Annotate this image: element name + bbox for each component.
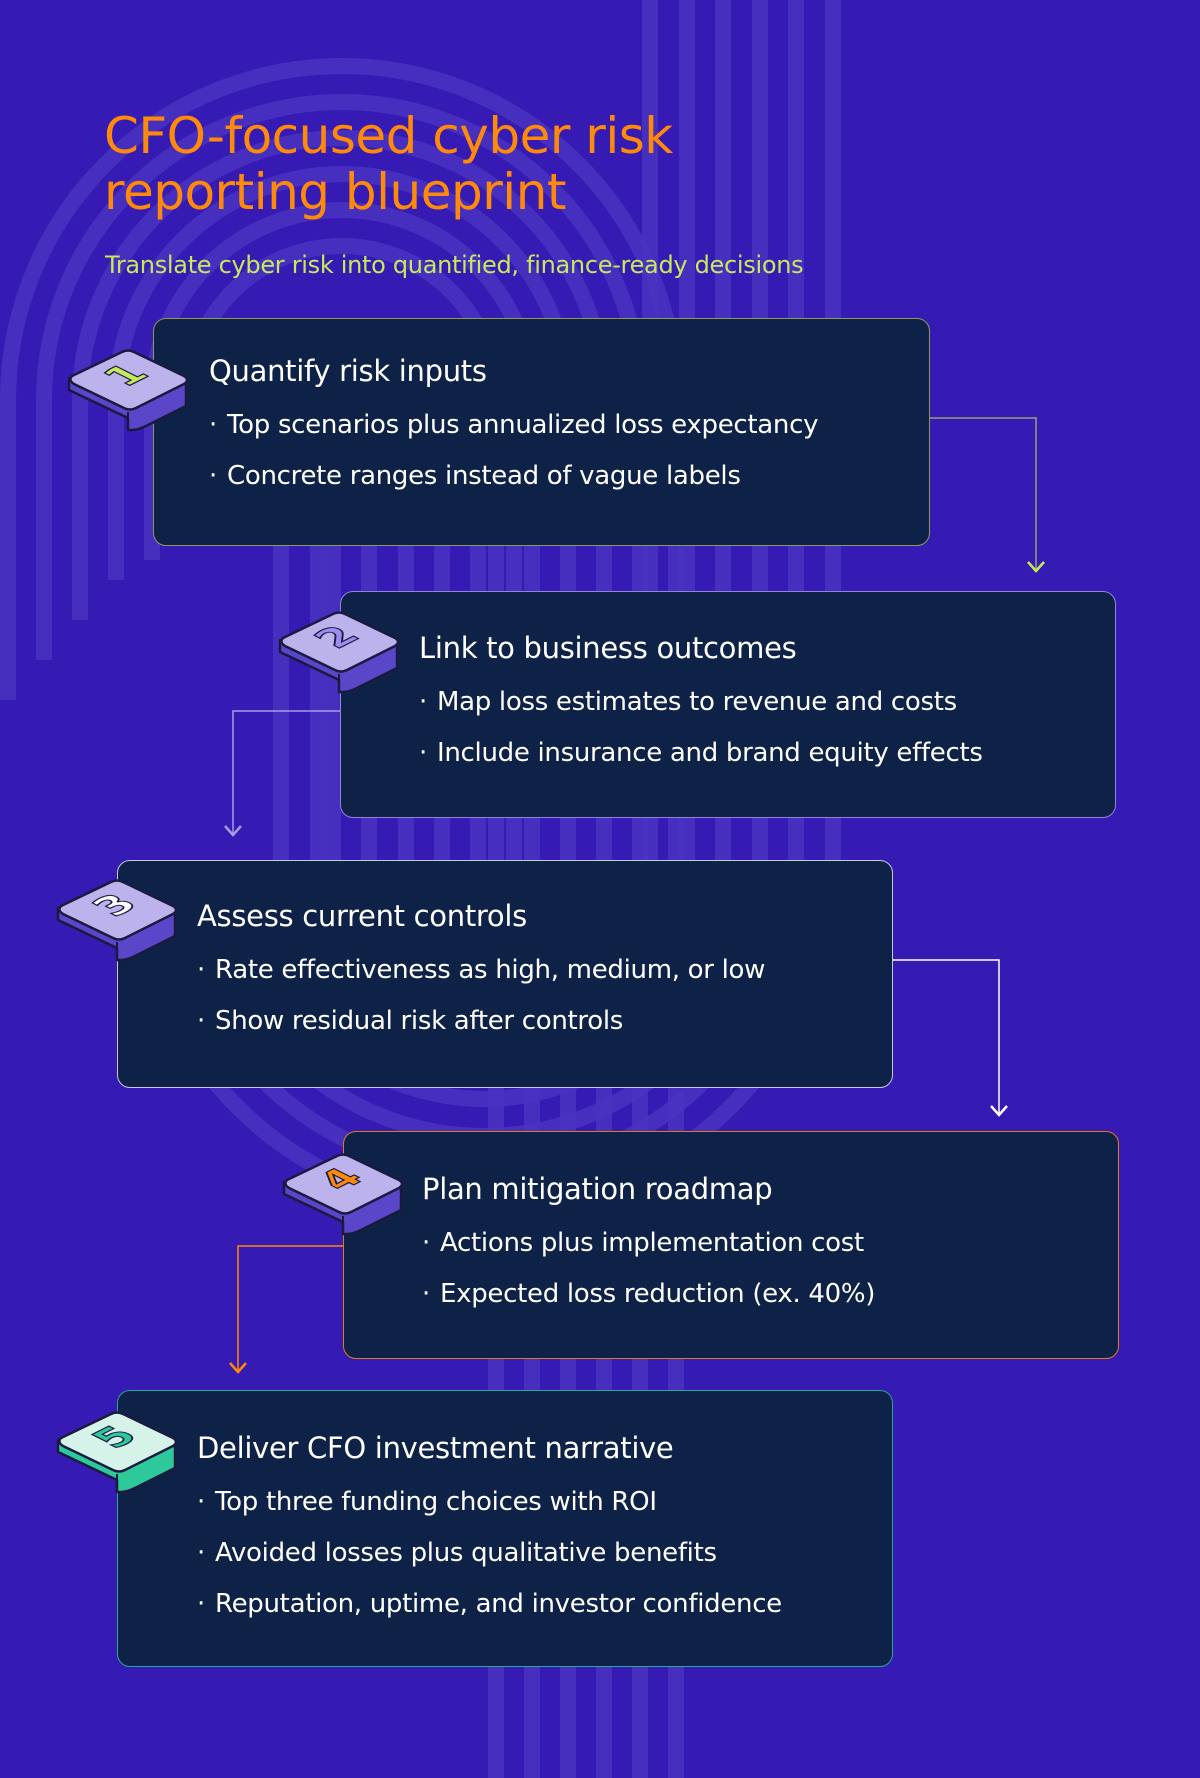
step-bullets: · Actions plus implementation cost · Expec…: [422, 1218, 875, 1320]
bullet-dot: ·: [209, 461, 217, 491]
step-title: Assess current controls: [197, 899, 527, 933]
bullet-item: · Actions plus implementation cost: [422, 1218, 875, 1269]
bullet-dot: ·: [422, 1279, 430, 1309]
step-bullets: · Map loss estimates to revenue and costs…: [419, 677, 983, 779]
bullet-dot: ·: [197, 1006, 205, 1036]
bullet-item: · Rate effectiveness as high, medium, or …: [197, 945, 765, 996]
step-badge-4: 4: [282, 1153, 404, 1236]
bullet-dot: ·: [422, 1228, 430, 1258]
step-title: Plan mitigation roadmap: [422, 1172, 773, 1206]
bullet-text: Top scenarios plus annualized loss expec…: [227, 410, 819, 440]
title-line-1: CFO-focused cyber risk: [104, 107, 673, 165]
step-badge-1: 1: [67, 349, 189, 432]
bullet-item: · Top scenarios plus annualized loss expe…: [209, 400, 819, 451]
bullet-item: · Map loss estimates to revenue and costs: [419, 677, 983, 728]
step-bullets: · Top three funding choices with ROI · Avo…: [197, 1477, 782, 1630]
bullet-item: · Include insurance and brand equity effe…: [419, 728, 983, 779]
bullet-dot: ·: [197, 1487, 205, 1517]
bullet-text: Include insurance and brand equity effec…: [437, 738, 983, 768]
bullet-dot: ·: [419, 687, 427, 717]
bullet-dot: ·: [197, 1538, 205, 1568]
bullet-text: Map loss estimates to revenue and costs: [437, 687, 957, 717]
step-card-3: Assess current controls · Rate effectiven…: [117, 860, 893, 1088]
bullet-text: Rate effectiveness as high, medium, or l…: [215, 955, 766, 985]
bullet-item: · Concrete ranges instead of vague labels: [209, 451, 818, 502]
step-card-1: Quantify risk inputs · Top scenarios plus…: [153, 318, 930, 546]
bullet-text: Actions plus implementation cost: [440, 1228, 864, 1258]
page-title: CFO-focused cyber risk reporting bluepri…: [104, 108, 804, 220]
step-card-2: Link to business outcomes · Map loss esti…: [340, 591, 1116, 818]
step-card-5: Deliver CFO investment narrative · Top th…: [117, 1390, 893, 1667]
bullet-item: · Show residual risk after controls: [197, 996, 765, 1047]
page-subtitle: Translate cyber risk into quantified, fi…: [105, 251, 804, 279]
bullet-item: · Expected loss reduction (ex. 40%): [422, 1269, 875, 1320]
title-line-2: reporting blueprint: [104, 163, 566, 221]
bullet-item: · Avoided losses plus qualitative benefit…: [197, 1528, 782, 1579]
step-bullets: · Rate effectiveness as high, medium, or …: [197, 945, 765, 1047]
bullet-text: Concrete ranges instead of vague labels: [227, 461, 741, 491]
bullet-text: Top three funding choices with ROI: [215, 1487, 657, 1517]
step-bullets: · Top scenarios plus annualized loss expe…: [209, 400, 819, 502]
bullet-dot: ·: [419, 738, 427, 768]
step-title: Deliver CFO investment narrative: [197, 1431, 674, 1465]
bullet-text: Show residual risk after controls: [215, 1006, 624, 1036]
step-title: Quantify risk inputs: [209, 354, 487, 388]
bullet-text: Avoided losses plus qualitative benefits: [215, 1538, 717, 1568]
step-card-4: Plan mitigation roadmap · Actions plus im…: [343, 1131, 1119, 1359]
step-badge-5: 5: [56, 1411, 178, 1494]
bullet-text: Expected loss reduction (ex. 40%): [440, 1279, 876, 1309]
bullet-dot: ·: [197, 1589, 205, 1619]
bullet-item: · Reputation, uptime, and investor confid…: [197, 1579, 782, 1630]
step-title: Link to business outcomes: [419, 631, 797, 665]
step-badge-2: 2: [278, 611, 400, 694]
step-badge-3: 3: [56, 879, 178, 962]
bullet-item: · Top three funding choices with ROI: [197, 1477, 782, 1528]
bullet-dot: ·: [197, 955, 205, 985]
bullet-text: Reputation, uptime, and investor confide…: [215, 1589, 782, 1619]
bullet-dot: ·: [209, 410, 217, 440]
